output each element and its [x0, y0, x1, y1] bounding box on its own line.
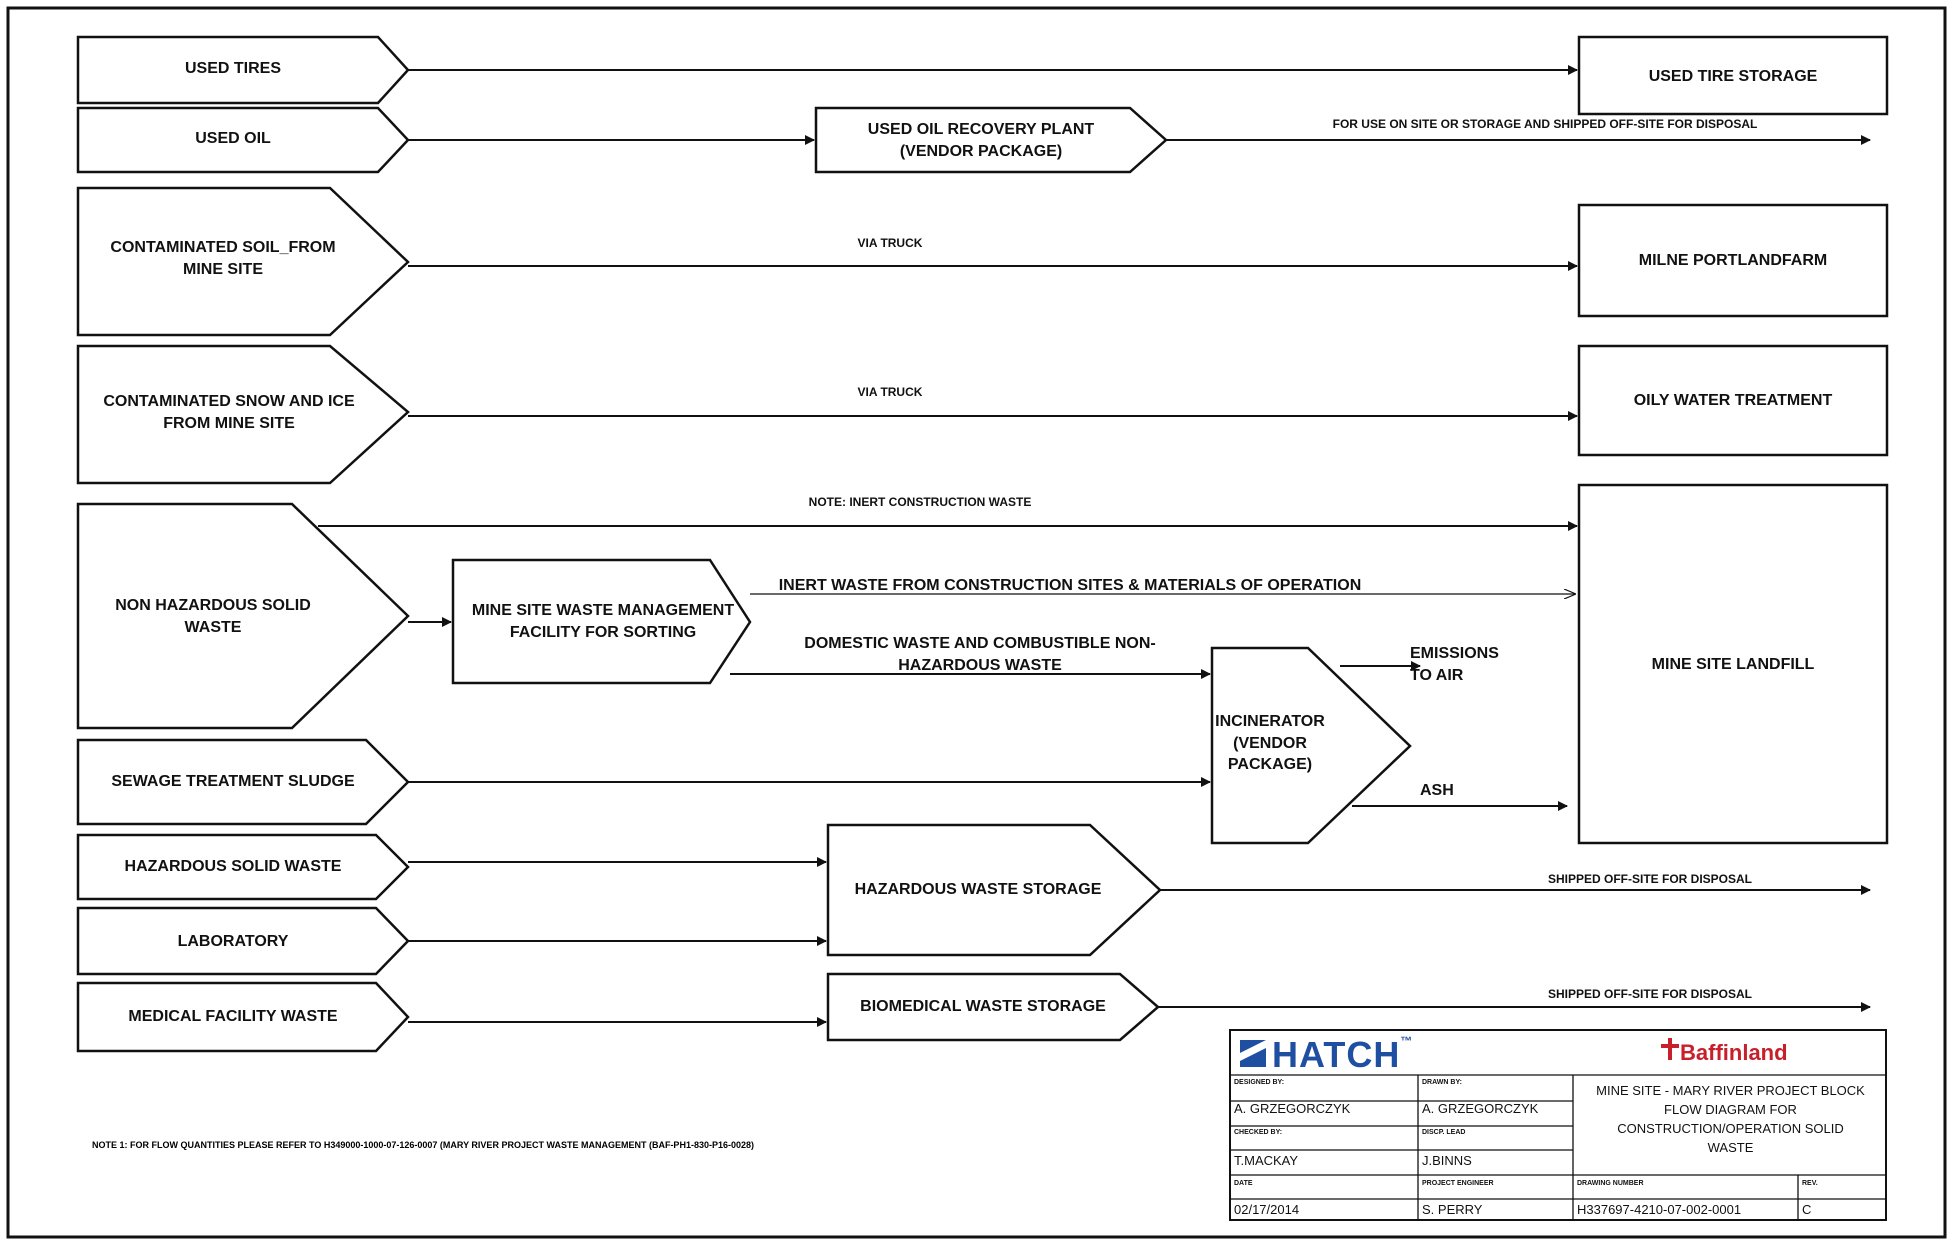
dest-used-tire-storage: USED TIRE STORAGE — [1648, 68, 1818, 85]
process-used-oil-recovery-shape — [814, 106, 1168, 174]
label-domestic-waste: DOMESTIC WASTE AND COMBUSTIBLE NON- HAZA… — [804, 635, 1156, 674]
checked-by-value: T.MACKAY — [1234, 1153, 1299, 1168]
label-via-truck-2: VIA TRUCK — [857, 385, 923, 399]
drawing-border — [6, 6, 1947, 1239]
process-hazardous-storage: HAZARDOUS WASTE STORAGE — [854, 881, 1102, 898]
label-inert-note: NOTE: INERT CONSTRUCTION WASTE — [808, 495, 1032, 509]
label-oil-offsite: FOR USE ON SITE OR STORAGE AND SHIPPED O… — [1332, 117, 1758, 131]
dest-landfill-shape — [1577, 483, 1889, 845]
baffinland-cross-icon — [1661, 1038, 1679, 1060]
source-medical: MEDICAL FACILITY WASTE — [128, 1008, 338, 1025]
label-emissions: EMISSIONS TO AIR — [1410, 645, 1499, 684]
source-sewage-shape — [76, 738, 410, 826]
dest-milne-landfarm: MILNE PORTLANDFARM — [1638, 252, 1828, 269]
source-non-hazardous-shape — [76, 502, 410, 730]
drawn-by-value: A. GRZEGORCZYK — [1422, 1101, 1539, 1116]
process-used-oil-recovery: USED OIL RECOVERY PLANT (VENDOR PACKAGE) — [867, 121, 1095, 160]
checked-by-label: CHECKED BY: — [1234, 1129, 1283, 1136]
source-laboratory-shape — [76, 906, 410, 976]
process-incinerator-shape — [1210, 646, 1412, 845]
dest-milne-landfarm-shape — [1577, 203, 1889, 318]
label-ash: ASH — [1420, 782, 1454, 799]
source-non-hazardous: NON HAZARDOUS SOLID WASTE — [115, 597, 311, 636]
source-laboratory: LABORATORY — [177, 933, 289, 950]
baffinland-logo: Baffinland — [1680, 1040, 1788, 1065]
source-contaminated-soil-shape — [76, 186, 410, 337]
label-shipped-2: SHIPPED OFF-SITE FOR DISPOSAL — [1547, 987, 1753, 1001]
designed-by-label: DESIGNED BY: — [1234, 1079, 1285, 1086]
rev-label: REV. — [1802, 1180, 1818, 1187]
source-sewage: SEWAGE TREATMENT SLUDGE — [111, 773, 355, 790]
drawing-title: MINE SITE - MARY RIVER PROJECT BLOCK FLO… — [1596, 1083, 1865, 1155]
source-used-oil-shape — [76, 106, 410, 174]
discp-lead-label: DISCP. LEAD — [1422, 1129, 1466, 1136]
designed-by-value: A. GRZEGORCZYK — [1234, 1101, 1351, 1116]
label-via-truck-1: VIA TRUCK — [857, 236, 923, 250]
title-block-grid — [1229, 1029, 1887, 1221]
drawing-number-value: H337697-4210-07-002-0001 — [1577, 1202, 1742, 1217]
flow-quantities-note: NOTE 1: FOR FLOW QUANTITIES PLEASE REFER… — [92, 1140, 754, 1150]
process-hazardous-storage-shape — [826, 823, 1162, 957]
source-hazardous-shape — [76, 833, 410, 901]
dest-landfill: MINE SITE LANDFILL — [1651, 656, 1815, 673]
project-engineer-value: S. PERRY — [1422, 1202, 1483, 1217]
date-value: 02/17/2014 — [1234, 1202, 1300, 1217]
discp-lead-value: J.BINNS — [1422, 1153, 1472, 1168]
project-engineer-label: PROJECT ENGINEER — [1422, 1180, 1494, 1187]
source-contaminated-snow: CONTAMINATED SNOW AND ICE FROM MINE SITE — [103, 393, 355, 432]
label-inert-waste: INERT WASTE FROM CONSTRUCTION SITES & MA… — [778, 577, 1362, 594]
process-incinerator: INCINERATOR (VENDOR PACKAGE) — [1215, 713, 1325, 774]
source-hazardous: HAZARDOUS SOLID WASTE — [124, 858, 342, 875]
dest-used-tire-storage-shape — [1577, 35, 1889, 116]
process-waste-management-shape — [451, 558, 752, 685]
source-used-oil: USED OIL — [195, 130, 271, 147]
source-medical-shape — [76, 981, 410, 1053]
source-used-tires: USED TIRES — [184, 60, 281, 77]
hatch-logo-mark — [1240, 1040, 1266, 1067]
date-label: DATE — [1234, 1180, 1253, 1187]
rev-value: C — [1802, 1202, 1812, 1217]
dest-oily-water: OILY WATER TREATMENT — [1633, 392, 1833, 409]
drawn-by-label: DRAWN BY: — [1422, 1079, 1462, 1086]
dest-oily-water-shape — [1577, 344, 1889, 457]
source-contaminated-soil: CONTAMINATED SOIL_FROM MINE SITE — [110, 239, 336, 278]
label-shipped-1: SHIPPED OFF-SITE FOR DISPOSAL — [1547, 872, 1753, 886]
drawing-number-label: DRAWING NUMBER — [1577, 1180, 1644, 1187]
source-contaminated-snow-shape — [76, 344, 410, 485]
process-waste-management: MINE SITE WASTE MANAGEMENT FACILITY FOR … — [471, 602, 735, 641]
process-biomedical-storage: BIOMEDICAL WASTE STORAGE — [860, 998, 1106, 1015]
process-biomedical-storage-shape — [826, 972, 1160, 1042]
source-used-tires-shape — [76, 35, 410, 105]
hatch-logo: HATCH™ — [1272, 1034, 1414, 1075]
